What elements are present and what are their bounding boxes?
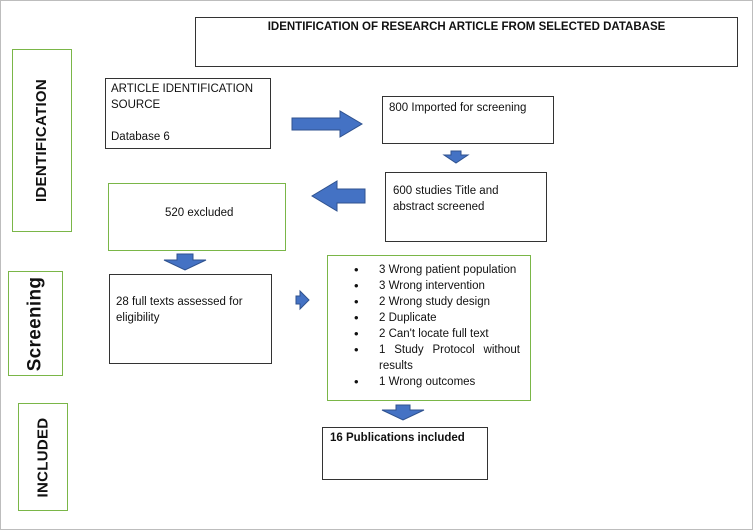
header-title: IDENTIFICATION OF RESEARCH ARTICLE FROM … [267, 21, 666, 33]
reason-item: 2 Duplicate [354, 310, 520, 326]
arrow-down-icon [381, 404, 425, 421]
reason-item: 2 Wrong study design [354, 294, 520, 310]
reason-item: 1 Study Protocol without [354, 342, 520, 358]
reason-item: 3 Wrong intervention [354, 278, 520, 294]
imported-text: 800 Imported for screening [389, 102, 527, 114]
arrow-left-icon [311, 180, 366, 212]
reasons-box: 3 Wrong patient population 3 Wrong inter… [327, 255, 531, 401]
stage-identification: IDENTIFICATION [12, 49, 72, 232]
reason-item: 1 Wrong outcomes [354, 374, 520, 390]
excluded-box: 520 excluded [108, 183, 286, 251]
stage-screening: Screening [8, 271, 63, 376]
arrow-right-icon [295, 289, 310, 311]
reasons-list: 3 Wrong patient population 3 Wrong inter… [354, 262, 520, 390]
source-line-1: ARTICLE IDENTIFICATION [111, 83, 254, 95]
arrow-down-icon [163, 253, 207, 271]
fulltext-line-2: eligibility [116, 312, 160, 324]
imported-box: 800 Imported for screening [382, 96, 554, 144]
arrow-down-icon [442, 150, 470, 164]
arrow-right-icon [291, 110, 363, 138]
fulltext-box: 28 full texts assessed for eligibility [109, 274, 272, 364]
reason-item-continuation: results [354, 358, 520, 374]
screened-line-1: 600 studies Title and [393, 185, 499, 197]
included-box: 16 Publications included [322, 427, 488, 480]
reason-item: 3 Wrong patient population [354, 262, 520, 278]
source-line-2: SOURCE [111, 99, 161, 111]
header-box: IDENTIFICATION OF RESEARCH ARTICLE FROM … [195, 17, 738, 67]
source-line-3: Database 6 [111, 131, 170, 143]
screened-box: 600 studies Title and abstract screened [385, 172, 547, 242]
stage-included: INCLUDED [18, 403, 68, 511]
source-box: ARTICLE IDENTIFICATION SOURCE Database 6 [105, 78, 271, 149]
reason-item-continuation-text: results [379, 360, 413, 372]
excluded-text: 520 excluded [165, 207, 234, 219]
included-text: 16 Publications included [330, 432, 465, 444]
reason-item: 2 Can't locate full text [354, 326, 520, 342]
fulltext-line-1: 28 full texts assessed for [116, 296, 243, 308]
screened-line-2: abstract screened [393, 201, 485, 213]
